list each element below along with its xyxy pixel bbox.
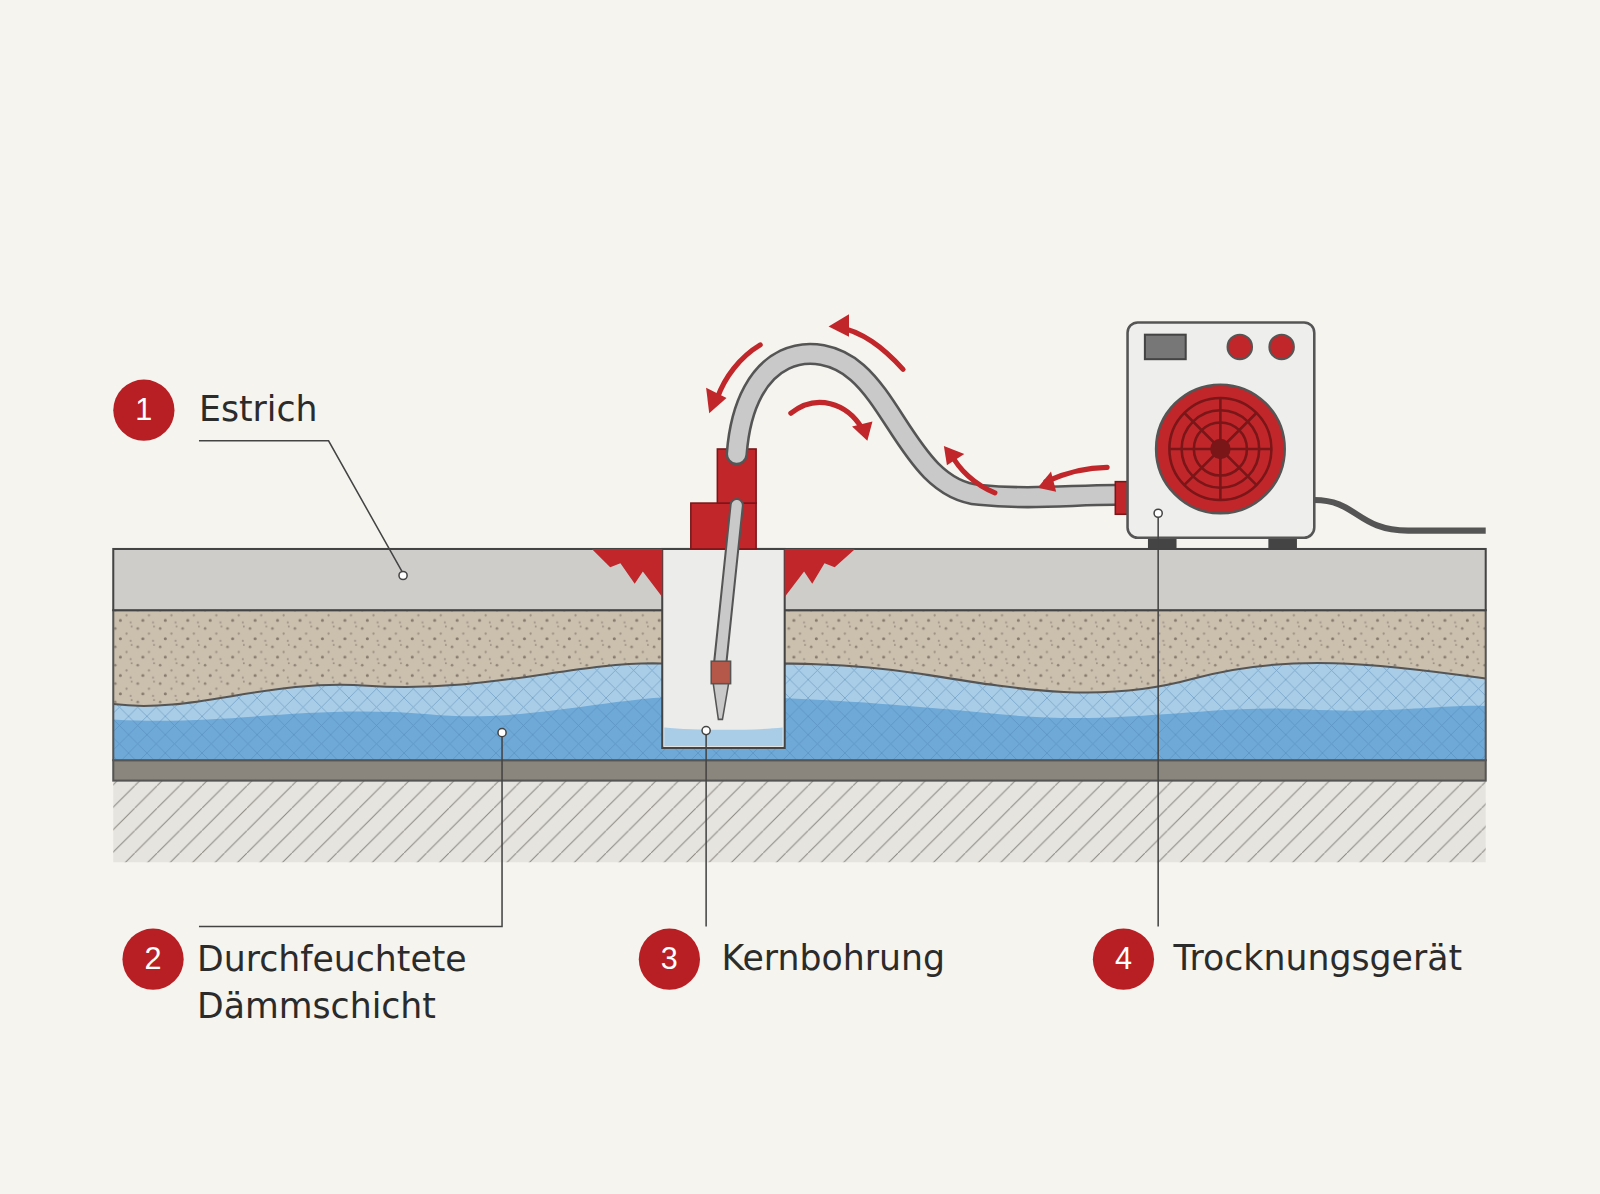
part-name: Trocknungsgerät — [1173, 936, 1540, 983]
part-name: Durchfeuchtete Dämmschicht — [197, 937, 524, 1031]
callout-number: 4 — [1093, 939, 1154, 980]
part-name: Kernbohrung — [721, 936, 1048, 983]
callout-number: 1 — [113, 390, 174, 431]
callout-number: 3 — [639, 939, 700, 980]
part-name: Estrich — [199, 387, 505, 434]
callout-number: 2 — [122, 939, 183, 980]
